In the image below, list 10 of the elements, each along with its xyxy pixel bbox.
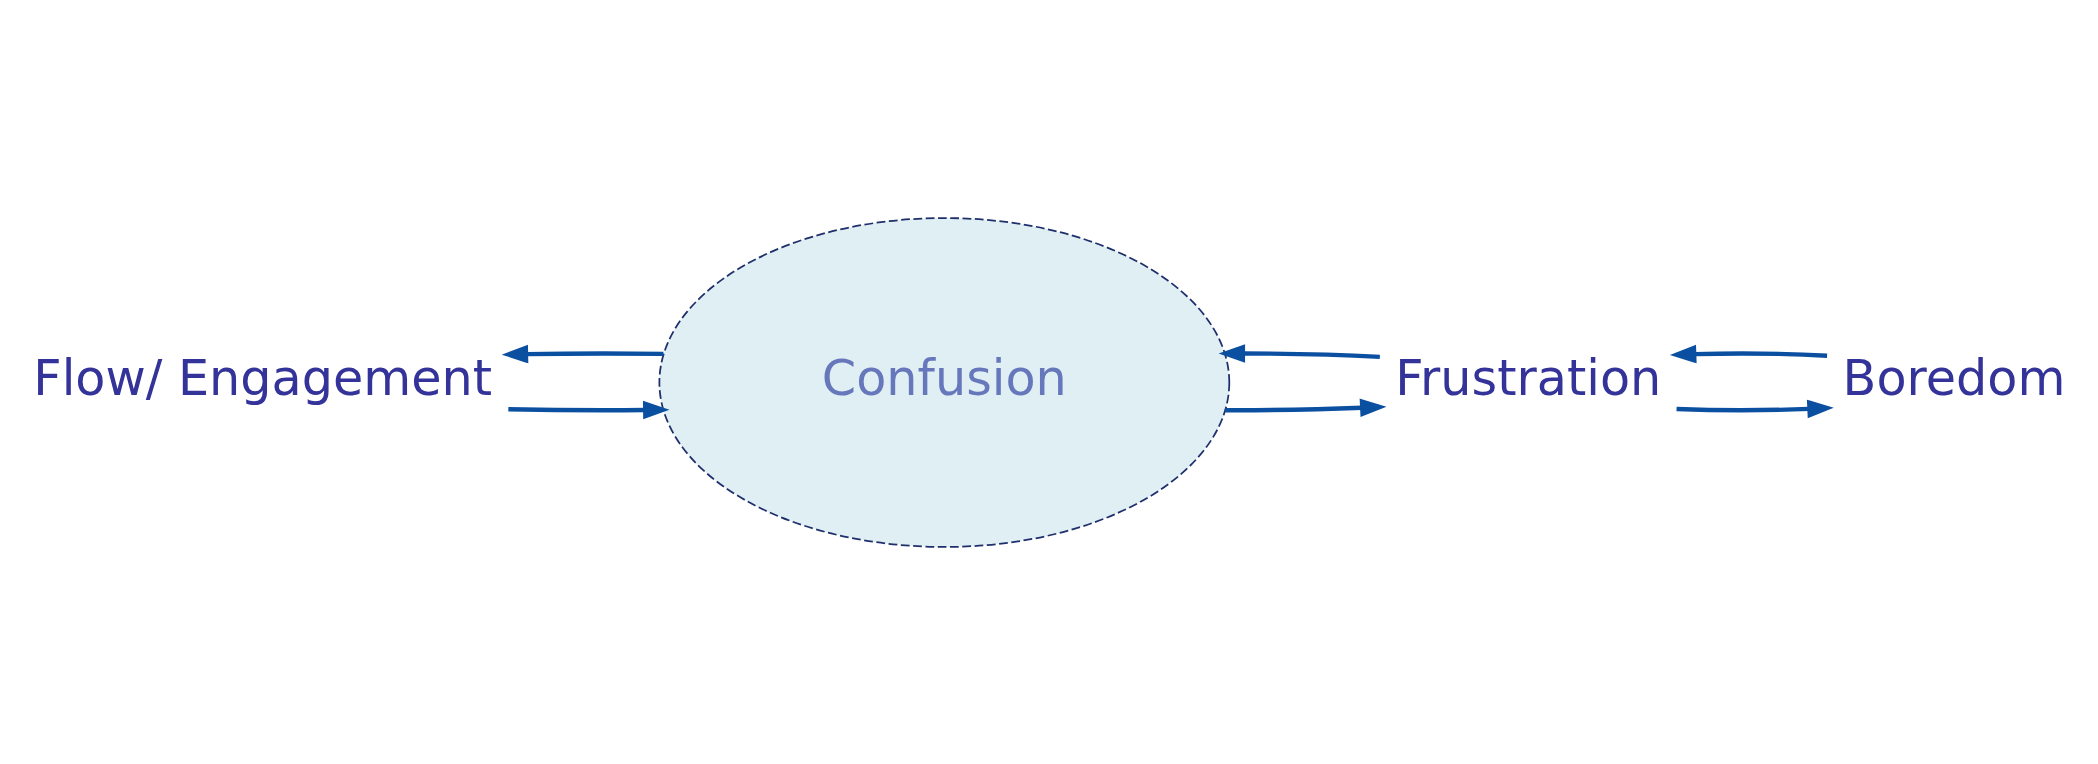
arrow [1225,398,1387,417]
node-text: Frustration [1395,348,1662,407]
node-ellipse: Confusion [658,216,1231,548]
arrow [1218,343,1380,363]
arrow [1676,399,1834,418]
node-text: Flow/ Engagement [33,348,493,407]
arrow [1669,344,1828,363]
arrow [508,400,670,419]
node-text: Boredom [1842,348,2066,407]
arrow [501,344,664,363]
